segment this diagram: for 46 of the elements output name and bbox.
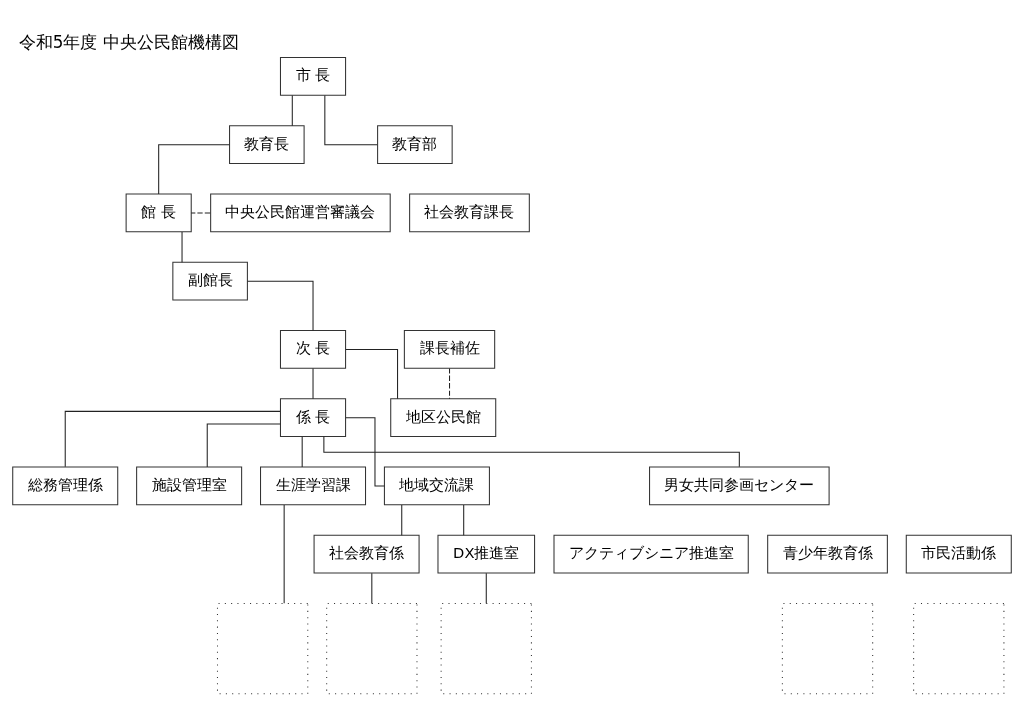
connector [485,572,487,604]
node-box: 社会教育係 [313,534,420,574]
connector [181,231,183,263]
connector [323,436,740,468]
connector [345,417,385,487]
node-box: 地域交流課 [383,466,490,506]
node-box: 地区公民館 [390,398,497,438]
connector [324,94,378,146]
connector [449,367,451,400]
node-box: 生涯学習課 [260,466,367,506]
node-box: 総務管理係 [12,466,119,506]
connector [158,144,230,195]
connector [345,348,399,400]
node-box: 施設管理室 [136,466,243,506]
node-box: 中央公民館運営審議会 [210,193,391,233]
node-box: 市 長 [279,56,347,96]
connector [401,504,403,536]
node-box: 教育長 [229,125,305,165]
connector [190,212,211,214]
node-box: 館 長 [125,193,192,233]
node-box: 課長補佐 [403,329,496,369]
node-box: 社会教育課長 [409,193,530,233]
connector [371,572,373,604]
node-box: 男女共同参画センター [649,466,830,506]
connector [463,504,465,536]
node-box [913,602,1005,695]
node-box: 次 長 [279,329,347,369]
connector [283,504,285,604]
node-box [440,602,532,695]
node-box [326,602,418,695]
node-box [216,602,309,695]
node-box: 市民活動係 [905,534,1012,574]
node-box: 副館長 [172,261,248,301]
connector [291,94,293,127]
connector [206,423,281,468]
node-box: DX推進室 [437,534,536,574]
diagram-title: 令和5年度 中央公民館機構図 [18,31,239,52]
node-box: アクティブシニア推進室 [553,534,749,574]
connector [247,280,314,331]
node-box: 青少年教育係 [767,534,888,574]
node-box [781,602,874,695]
connector [301,436,303,468]
node-box: 教育部 [377,125,453,165]
connector [64,410,281,468]
connector [312,367,314,400]
node-box: 係 長 [279,398,347,438]
